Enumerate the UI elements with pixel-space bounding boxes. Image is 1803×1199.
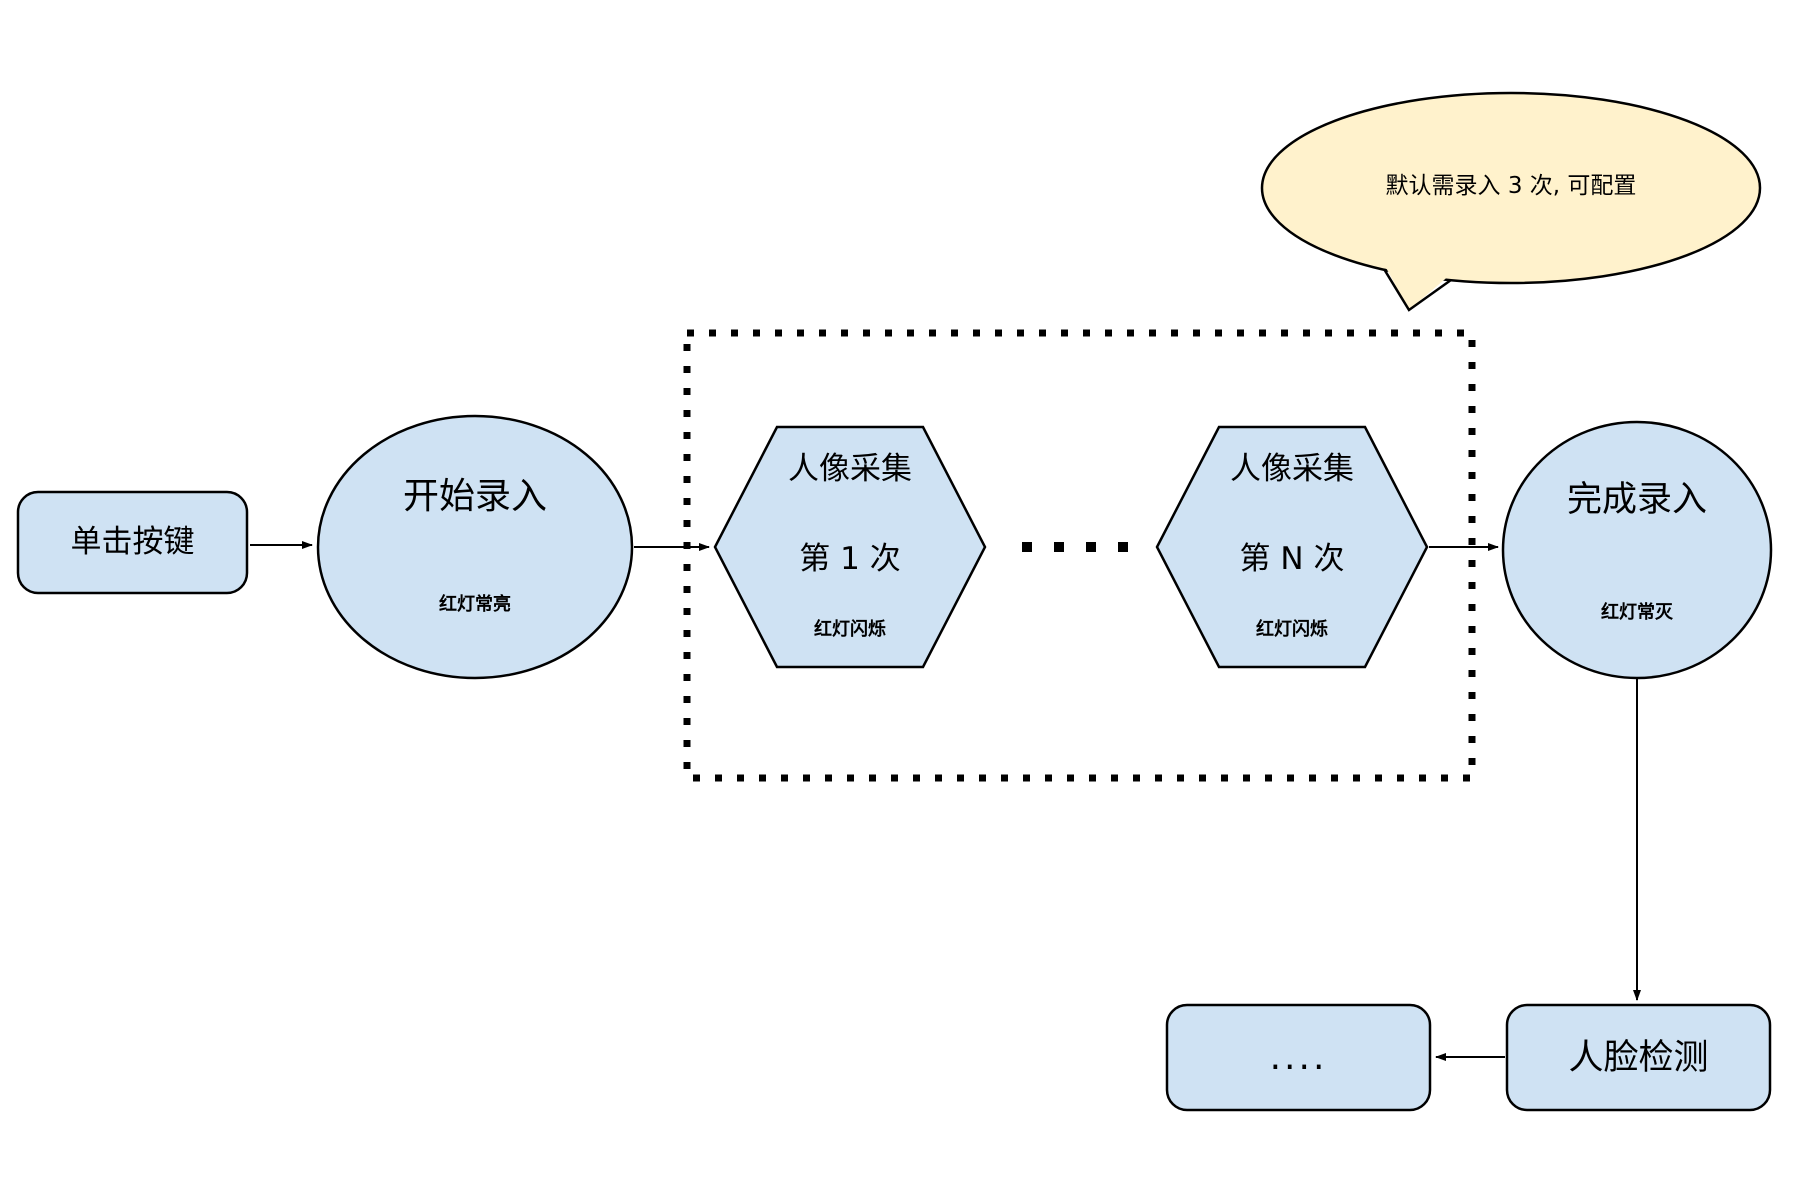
continuation-label: .... (1269, 1036, 1328, 1078)
start-entry-status: 红灯常亮 (439, 594, 511, 616)
callout-bubble (1260, 91, 1762, 285)
capture-1-count: 第 1 次 (799, 541, 901, 578)
capture-1-hexagon (713, 425, 987, 669)
repeat-ellipsis-dots-icon (1022, 542, 1128, 552)
continuation-box (1165, 1003, 1432, 1112)
capture-n-hexagon (1155, 425, 1429, 669)
start-entry-circle (316, 414, 634, 680)
callout-tail-outline (1382, 268, 1452, 312)
capture-1-title: 人像采集 (788, 451, 912, 488)
finish-entry-label: 完成录入 (1566, 480, 1707, 520)
capture-n-count: 第 N 次 (1239, 541, 1345, 578)
face-detection-label: 人脸检测 (1568, 1037, 1709, 1078)
click-button-label: 单击按键 (70, 523, 195, 560)
finish-entry-status: 红灯常灭 (1601, 602, 1673, 624)
capture-n-title: 人像采集 (1230, 451, 1354, 488)
click-button-shape (16, 490, 249, 595)
callout-text: 默认需录入 3 次, 可配置 (1385, 173, 1637, 200)
capture-1-status: 红灯闪烁 (814, 619, 886, 641)
finish-entry-circle (1501, 420, 1773, 680)
capture-n-status: 红灯闪烁 (1256, 619, 1328, 641)
face-detection-box (1505, 1003, 1772, 1112)
start-entry-label: 开始录入 (402, 476, 547, 518)
callout-tail (1384, 264, 1451, 310)
